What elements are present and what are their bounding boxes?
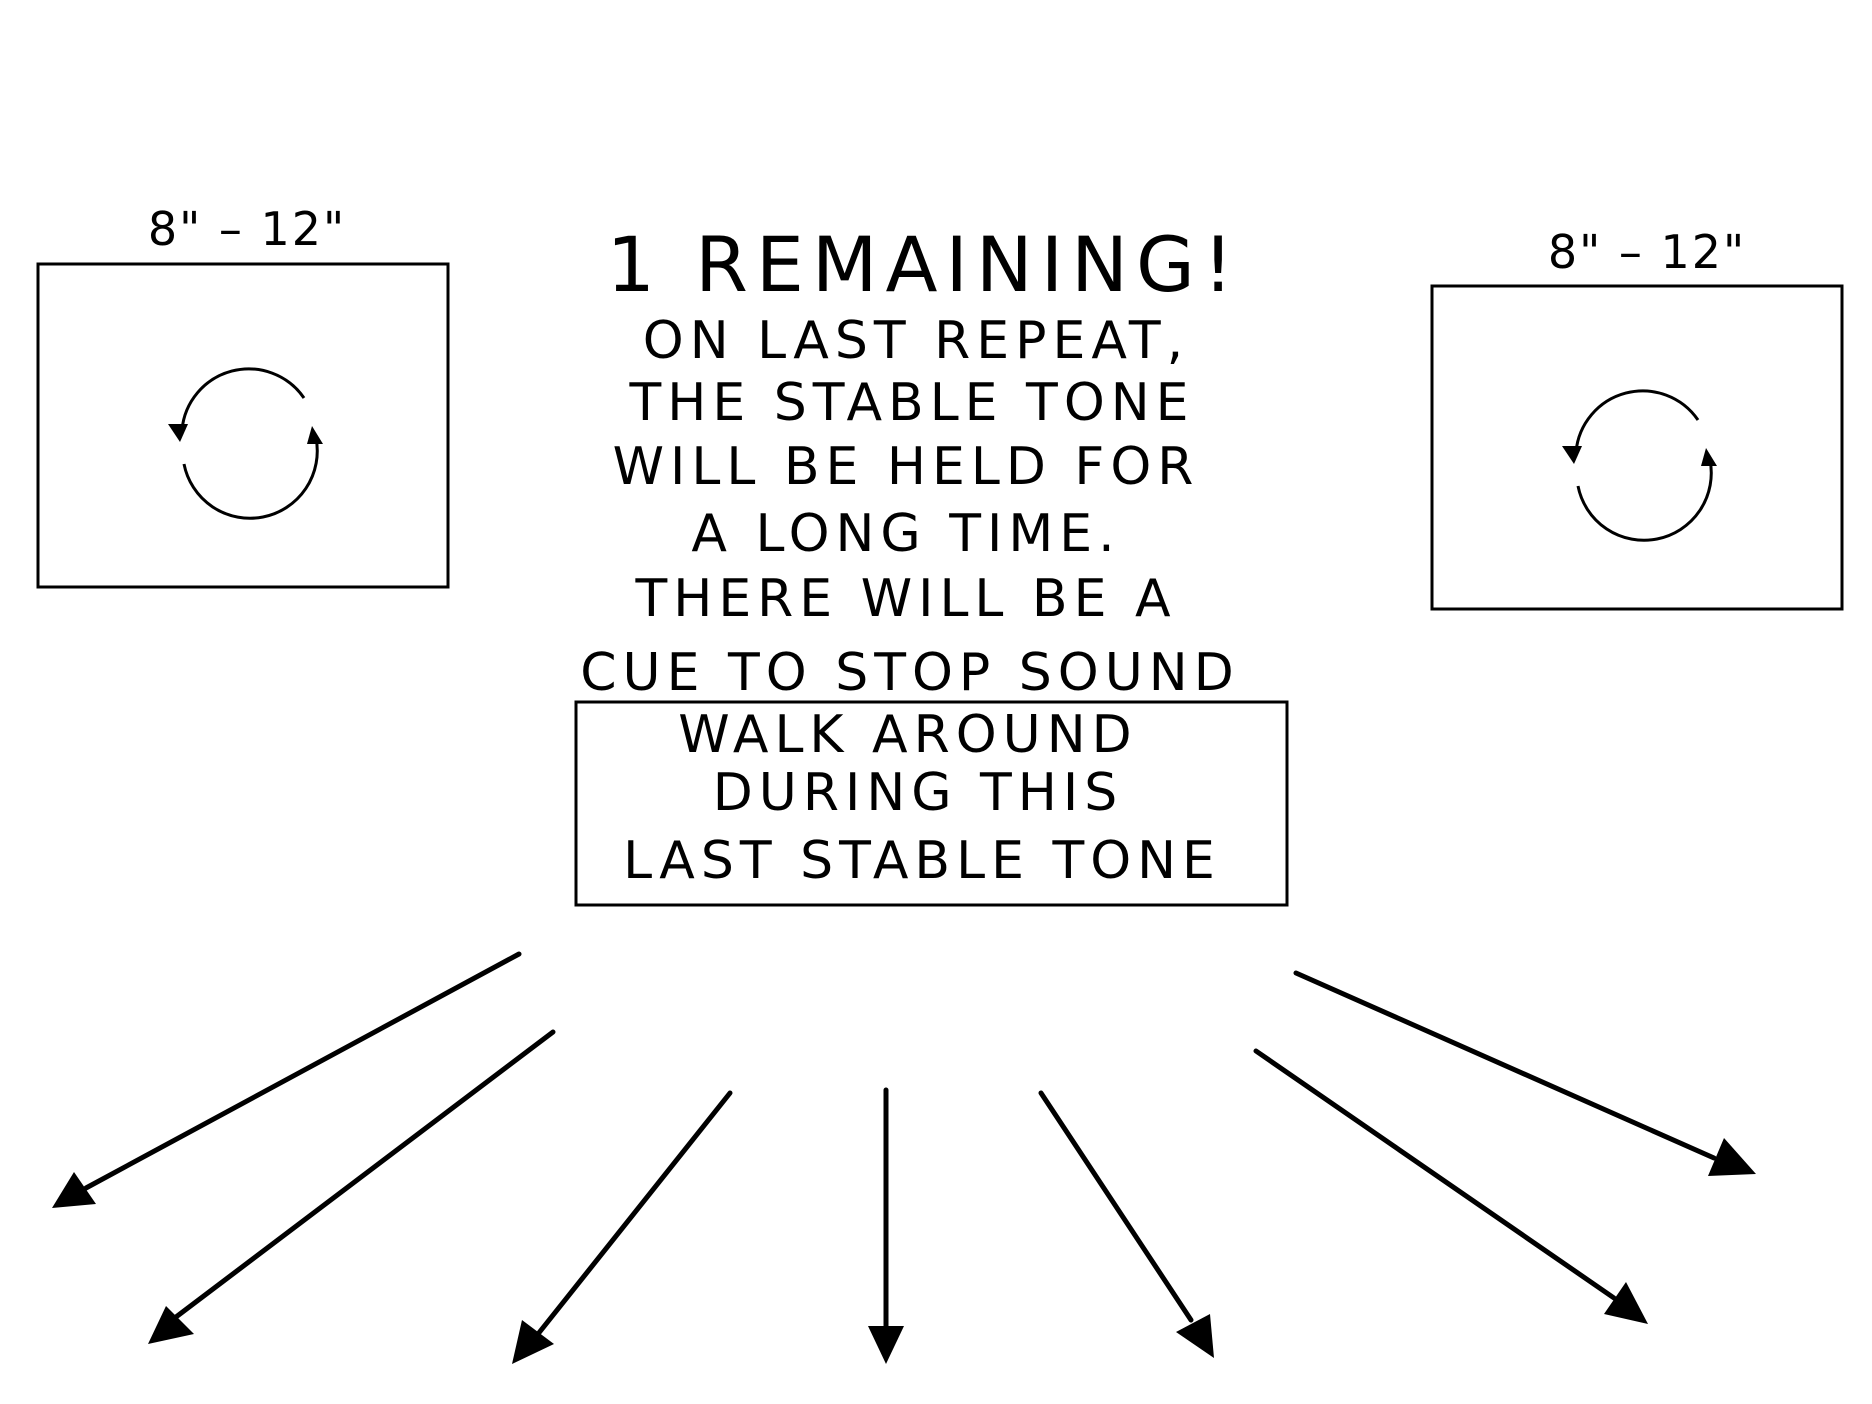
rotate-arrows-icon xyxy=(1562,389,1717,542)
direction-arrow xyxy=(148,1029,556,1344)
direction-arrow xyxy=(868,1087,904,1364)
instruction-line: WALK AROUND xyxy=(678,705,1137,765)
direction-arrow xyxy=(1253,1048,1648,1324)
instruction-line: DURING THIS xyxy=(713,763,1124,823)
left-panel: 8" – 12" xyxy=(36,202,450,589)
left-panel-frame xyxy=(36,262,450,589)
right-panel-frame xyxy=(1430,284,1844,611)
headline: 1 REMAINING! xyxy=(607,220,1242,309)
direction-arrow xyxy=(52,951,522,1208)
walk-direction-arrows xyxy=(52,951,1756,1364)
direction-arrow xyxy=(512,1090,733,1364)
rotate-arrows-icon xyxy=(168,367,323,520)
instruction-box: WALK AROUND DURING THIS LAST STABLE TONE xyxy=(574,700,1289,907)
message-line: WILL BE HELD FOR xyxy=(613,437,1200,497)
instruction-line: LAST STABLE TONE xyxy=(623,831,1221,891)
direction-arrow xyxy=(1038,1090,1214,1358)
message-line: ON LAST REPEAT, xyxy=(643,311,1189,371)
message-block: 1 REMAINING! ON LAST REPEAT, THE STABLE … xyxy=(580,220,1242,703)
message-line: THERE WILL BE A xyxy=(634,569,1176,629)
message-line: THE STABLE TONE xyxy=(628,373,1194,433)
instruction-box-frame xyxy=(574,700,1289,907)
right-panel: 8" – 12" xyxy=(1430,225,1844,611)
message-line: A LONG TIME. xyxy=(691,504,1120,564)
direction-arrow xyxy=(1293,970,1756,1176)
right-panel-dimension-label: 8" – 12" xyxy=(1548,225,1746,279)
message-line: CUE TO STOP SOUND xyxy=(580,643,1240,703)
left-panel-dimension-label: 8" – 12" xyxy=(148,202,346,256)
